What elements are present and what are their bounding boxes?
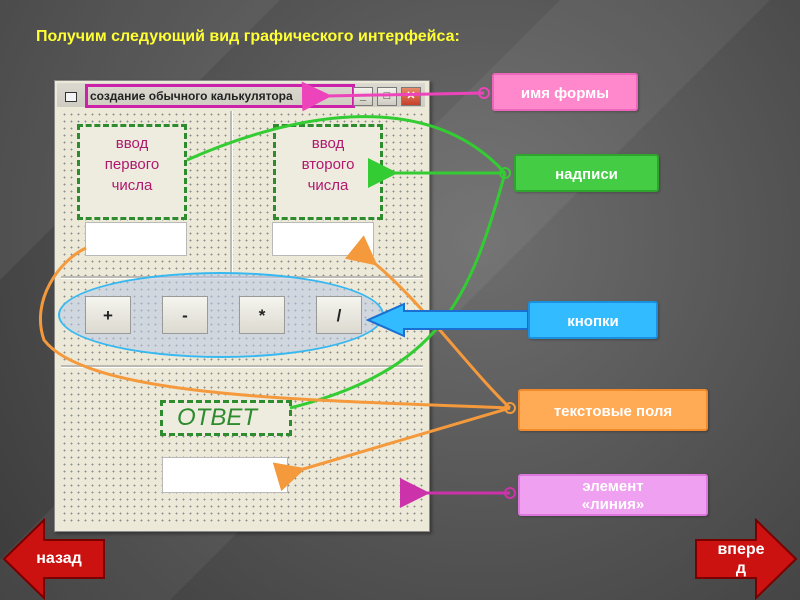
callout-form-name: имя формы [492, 73, 638, 111]
labels-connector-2 [186, 115, 507, 175]
callout-line-element: элемент «линия» [518, 474, 708, 516]
divide-button[interactable]: / [316, 296, 362, 334]
text-fields-connector-3 [38, 246, 511, 410]
forward-arrow-icon[interactable] [690, 518, 800, 600]
close-button[interactable]: ✕ [401, 87, 421, 106]
labels-connector-3 [289, 172, 507, 410]
vertical-line [230, 111, 233, 276]
callout-labels: надписи [514, 154, 659, 192]
label-first-number: ввод первого числа [77, 124, 187, 220]
line-element-connector-dot [504, 487, 516, 499]
horizontal-line-bottom [61, 365, 423, 368]
text-fields-connector-dot [504, 402, 516, 414]
label-first-line-2: первого [104, 156, 160, 173]
label-second-line-3: числа [307, 177, 349, 194]
answer-output-field[interactable] [162, 457, 288, 493]
label-first-line-3: числа [111, 177, 153, 194]
text-fields-connector-1 [344, 235, 512, 410]
label-second-number: ввод второго числа [273, 124, 383, 220]
label-second-line-2: второго [301, 156, 355, 173]
first-number-input[interactable] [85, 222, 187, 256]
back-button-label[interactable]: назад [36, 550, 82, 567]
callout-buttons: кнопки [528, 301, 658, 339]
callout-line-element-line-1: элемент [582, 478, 644, 495]
plus-button[interactable]: + [85, 296, 131, 334]
form-name-connector [301, 81, 485, 112]
minus-button[interactable]: - [162, 296, 208, 334]
form-name-connector-dot [478, 87, 490, 99]
answer-label: ОТВЕТ [160, 400, 292, 436]
back-arrow-icon[interactable] [0, 518, 108, 600]
form-window-icon [65, 92, 77, 102]
forward-label-line-1: впере [717, 541, 765, 558]
labels-connector-dot [499, 167, 511, 179]
multiply-button[interactable]: * [239, 296, 285, 334]
text-fields-connector-2 [272, 406, 511, 492]
slide-title: Получим следующий вид графического интер… [36, 28, 460, 45]
forward-button-label[interactable]: впере д [706, 540, 776, 578]
callout-line-element-line-2: «линия» [581, 496, 645, 513]
forward-label-line-2: д [735, 560, 747, 577]
buttons-arrow [365, 302, 529, 338]
callout-text-fields: текстовые поля [518, 389, 708, 431]
label-second-line-1: ввод [311, 135, 345, 152]
label-first-line-1: ввод [115, 135, 149, 152]
